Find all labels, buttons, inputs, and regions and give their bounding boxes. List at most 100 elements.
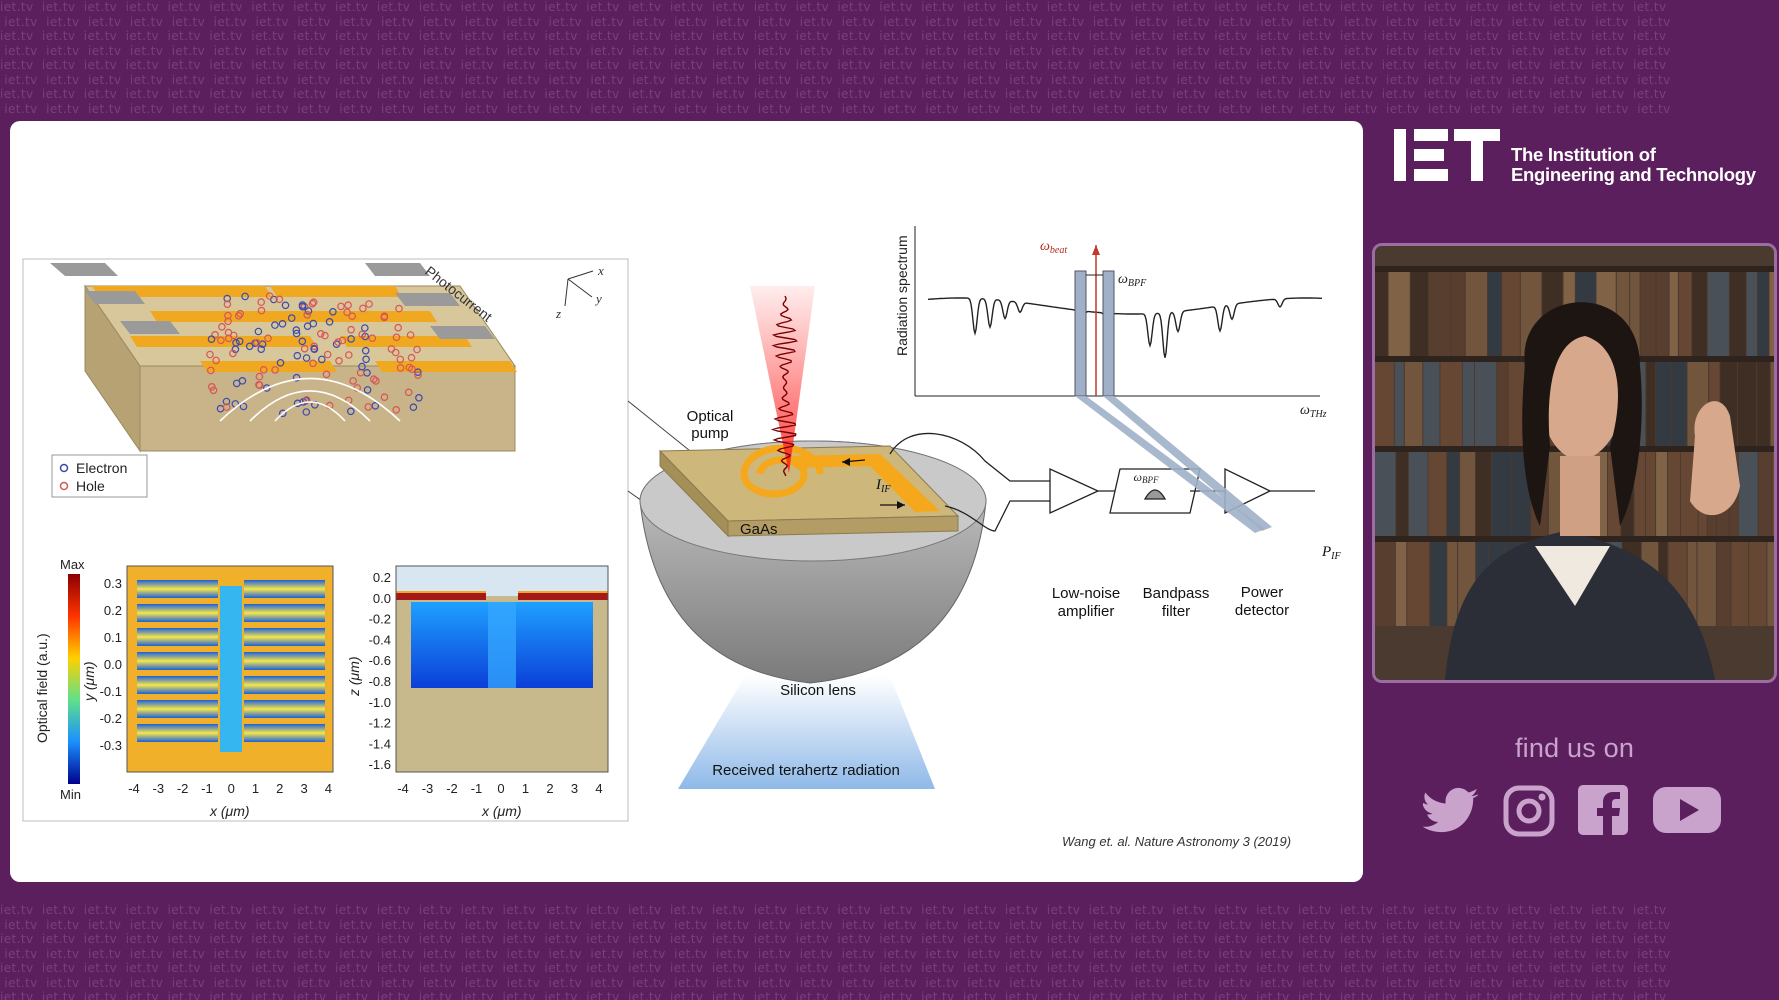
book (1375, 272, 1388, 356)
background-pattern-top: iet.tv iet.tv iet.tv iet.tv iet.tv iet.t… (0, 0, 1671, 116)
svg-text:ωTHz: ωTHz (1300, 403, 1327, 420)
carrier (405, 363, 414, 372)
carrier (241, 292, 249, 301)
y-tick-label: -0.4 (369, 632, 391, 647)
carrier (332, 340, 341, 349)
carrier (278, 320, 287, 328)
field-band (137, 700, 218, 718)
svg-text:x (μm): x (μm) (209, 803, 250, 819)
book (1767, 542, 1774, 626)
carrier (239, 402, 248, 411)
book (1746, 272, 1757, 356)
carrier (209, 386, 218, 395)
x-tick-label: 3 (300, 781, 307, 796)
carrier (338, 336, 347, 345)
carrier (361, 346, 370, 355)
carrier (415, 393, 423, 402)
carrier (253, 339, 261, 347)
book (1769, 272, 1774, 356)
carrier (316, 330, 325, 338)
y-tick-label: -1.6 (369, 757, 391, 772)
y-tick-label: -0.1 (100, 684, 122, 699)
book (1656, 272, 1669, 356)
carrier (362, 355, 370, 364)
book (1430, 542, 1447, 626)
presenter-image (1375, 246, 1774, 680)
carrier (392, 405, 401, 414)
svg-text:ωBPF: ωBPF (1134, 470, 1159, 485)
carrier (223, 294, 232, 303)
x-tick-label: 4 (595, 781, 602, 796)
slide-figure: Photocurrent x y z Electron Hole ETHzcos… (22, 226, 1342, 822)
carrier (254, 327, 263, 336)
book (1646, 452, 1656, 536)
carrier (275, 295, 284, 304)
field-band (137, 580, 218, 598)
x-tick-label: -3 (422, 781, 434, 796)
x-tick-label: -1 (471, 781, 483, 796)
carrier (347, 325, 355, 334)
carrier (363, 386, 372, 394)
carrier (364, 403, 373, 411)
book (1440, 362, 1462, 446)
book (1731, 542, 1748, 626)
y-tick-label: 0.2 (104, 603, 122, 618)
book (1375, 542, 1395, 626)
output-label: PIF (1321, 544, 1342, 562)
carrier (396, 355, 405, 364)
book (1396, 452, 1408, 536)
presenter-video[interactable] (1372, 243, 1777, 683)
carrier (358, 362, 366, 371)
iet-logo-mark (1394, 129, 1500, 181)
book (1410, 272, 1428, 356)
carrier (303, 322, 312, 331)
carrier (317, 355, 326, 364)
carrier (217, 336, 225, 345)
facebook-icon[interactable] (1578, 785, 1628, 837)
x-tick-label: 2 (276, 781, 283, 796)
carrier (222, 403, 231, 411)
x-tick-label: 0 (228, 781, 235, 796)
carrier (302, 396, 311, 404)
book (1770, 362, 1774, 446)
carrier (271, 366, 279, 374)
book (1634, 452, 1645, 536)
carrier (262, 384, 271, 392)
book (1729, 272, 1746, 356)
carrier-legend: Electron Hole (51, 454, 148, 498)
x-tick-label: -3 (153, 781, 165, 796)
youtube-icon[interactable] (1653, 785, 1721, 837)
y-tick-label: -0.2 (369, 612, 391, 627)
instagram-icon[interactable] (1503, 785, 1555, 837)
field-band (137, 604, 218, 622)
carrier (308, 299, 317, 308)
book (1772, 452, 1774, 536)
carrier (218, 323, 226, 331)
y-tick-label: -1.0 (369, 695, 391, 710)
twitter-icon[interactable] (1423, 785, 1479, 837)
carrier (413, 345, 421, 354)
field-formula: ETHzcos(ωTHzt) (391, 472, 479, 490)
carrier (232, 339, 240, 347)
carrier (303, 311, 312, 319)
book (1428, 452, 1447, 536)
carrier (257, 345, 266, 354)
citation: Wang et. al. Nature Astronomy 3 (2019) (1062, 834, 1292, 849)
svg-text:Silicon lens: Silicon lens (780, 682, 856, 699)
carrier (222, 397, 231, 406)
book (1407, 542, 1430, 626)
carrier (207, 366, 215, 375)
x-tick-label: -2 (446, 781, 458, 796)
carrier (229, 331, 238, 340)
carrier (323, 350, 332, 359)
carrier (281, 301, 290, 310)
carrier (348, 312, 357, 321)
carrier (414, 368, 422, 377)
book (1394, 362, 1404, 446)
carrier (404, 388, 413, 397)
carrier (232, 379, 241, 388)
carrier (300, 344, 309, 353)
book (1447, 452, 1460, 536)
book (1669, 272, 1678, 356)
